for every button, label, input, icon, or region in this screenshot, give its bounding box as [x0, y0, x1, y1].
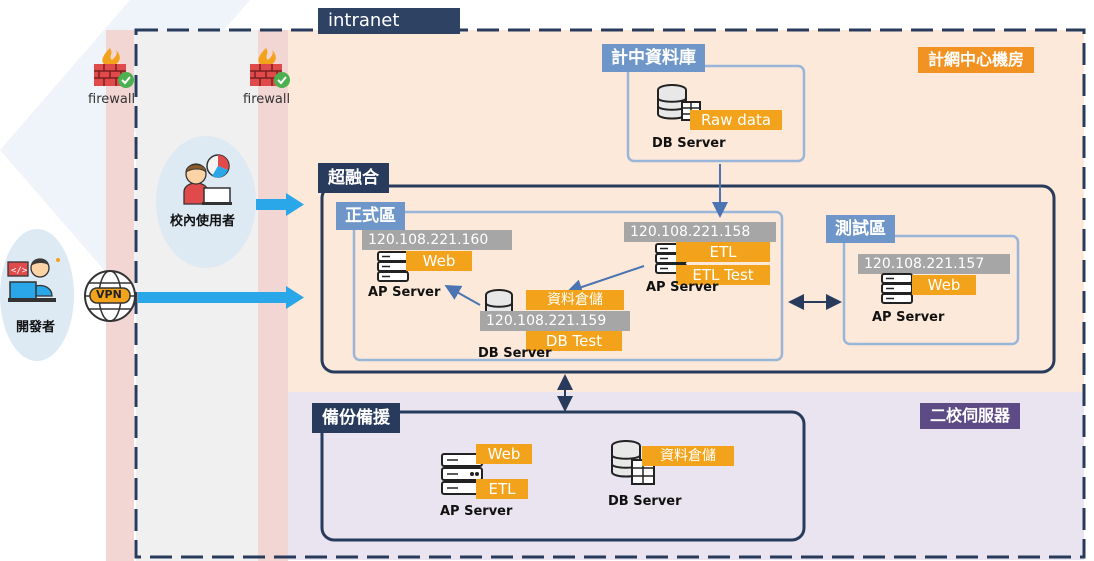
raw-data-tag: Raw data	[690, 110, 782, 130]
etl-test-tag: ETL Test	[676, 265, 770, 285]
warehouse-tag: 資料倉儲	[642, 446, 734, 466]
campus-user-icon	[178, 152, 234, 210]
developer-icon: </>	[6, 252, 64, 314]
machine-room-label: 計網中心機房	[918, 47, 1035, 73]
developer-label: 開發者	[16, 320, 56, 335]
ip-label: 120.108.221.160	[362, 230, 512, 250]
ap-server-caption: AP Server	[646, 280, 719, 295]
db-server-caption: DB Server	[608, 494, 682, 509]
vpn-label: VPN	[96, 288, 122, 301]
production-title: 正式區	[336, 202, 405, 230]
web-tag: Web	[476, 444, 532, 464]
etl-tag: ETL	[676, 242, 770, 262]
web-tag: Web	[406, 251, 472, 271]
arrow-etl-to-warehouse	[566, 265, 645, 295]
intranet-dashed-border	[134, 28, 1086, 559]
db-test-tag: DB Test	[526, 331, 622, 351]
firewall-label-2: firewall	[243, 92, 291, 107]
server-rack-icon	[376, 250, 410, 288]
svg-text:</>: </>	[11, 266, 28, 276]
central-db-caption: DB Server	[652, 136, 726, 151]
backup-title: 備份備援	[312, 403, 400, 433]
firewall-icon	[90, 46, 136, 94]
hci-title: 超融合	[318, 163, 389, 193]
firewall-icon	[246, 46, 292, 94]
database-icon	[610, 438, 656, 492]
server-rack-icon	[440, 452, 486, 502]
arrow-warehouse-to-web	[444, 285, 481, 306]
vpn-entry-arrow	[138, 286, 304, 309]
server-rack-icon	[880, 272, 914, 310]
central-db-title: 計中資料庫	[602, 44, 705, 72]
ap-server-caption: AP Server	[440, 504, 513, 519]
second-campus-label: 二校伺服器	[920, 403, 1021, 429]
ip-label: 120.108.221.158	[624, 222, 776, 242]
warehouse-tag: 資料倉儲	[526, 290, 624, 310]
ap-server-caption: AP Server	[368, 285, 441, 300]
firewall-label-1: firewall	[88, 92, 136, 107]
ap-server-caption: AP Server	[872, 310, 945, 325]
db-server-caption: DB Server	[478, 346, 552, 361]
backup-box	[320, 410, 806, 542]
intranet-label: intranet	[318, 8, 460, 34]
hci-box	[320, 184, 1056, 374]
web-tag: Web	[912, 275, 976, 295]
etl-tag: ETL	[476, 479, 528, 499]
ip-label: 120.108.221.159	[480, 311, 630, 331]
campus-user-label: 校內使用者	[170, 214, 236, 229]
test-title: 測試區	[826, 215, 895, 243]
campus-entry-arrow	[256, 193, 304, 216]
vpn-globe-icon	[82, 268, 138, 328]
ip-label: 120.108.221.157	[858, 254, 1010, 274]
